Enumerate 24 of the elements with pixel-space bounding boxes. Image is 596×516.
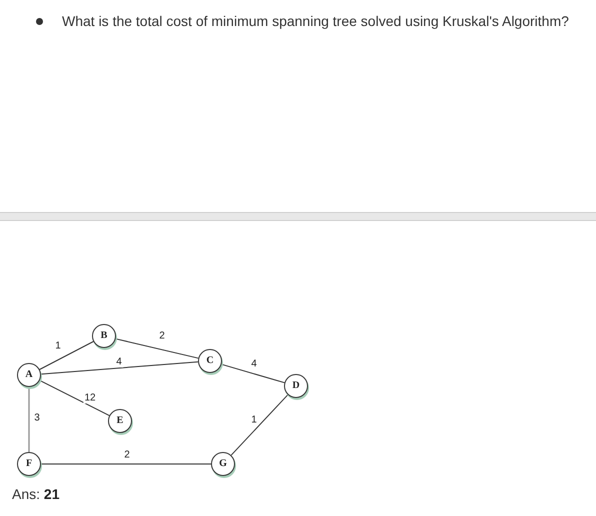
graph-edge bbox=[39, 341, 94, 370]
graph-edge bbox=[230, 394, 288, 456]
edge-weight: 1 bbox=[250, 414, 258, 426]
graph-vertex: F bbox=[17, 452, 41, 476]
graph-vertex: A bbox=[17, 363, 41, 387]
graph-edge bbox=[115, 338, 199, 359]
graph-vertex: D bbox=[284, 374, 308, 398]
edge-weight: 12 bbox=[83, 392, 97, 404]
edge-weight: 4 bbox=[250, 358, 258, 370]
answer-text: Ans: 21 bbox=[12, 486, 60, 503]
graph-edge bbox=[28, 387, 30, 452]
graph-edge bbox=[40, 361, 198, 375]
edge-weight: 2 bbox=[123, 450, 131, 460]
graph-vertex: C bbox=[198, 349, 222, 373]
edge-weight: 2 bbox=[158, 330, 166, 342]
graph-vertex: G bbox=[211, 452, 235, 476]
edge-weight: 1 bbox=[54, 340, 62, 352]
edge-weight: 4 bbox=[115, 356, 123, 368]
question-text: What is the total cost of minimum spanning tree solved using Kruskal's Algorithm? bbox=[62, 13, 569, 30]
graph-edge bbox=[221, 364, 285, 384]
graph-edge bbox=[39, 380, 110, 416]
graph-vertex: B bbox=[92, 324, 116, 348]
graph-vertex: E bbox=[108, 409, 132, 433]
edge-weight: 3 bbox=[33, 412, 41, 424]
